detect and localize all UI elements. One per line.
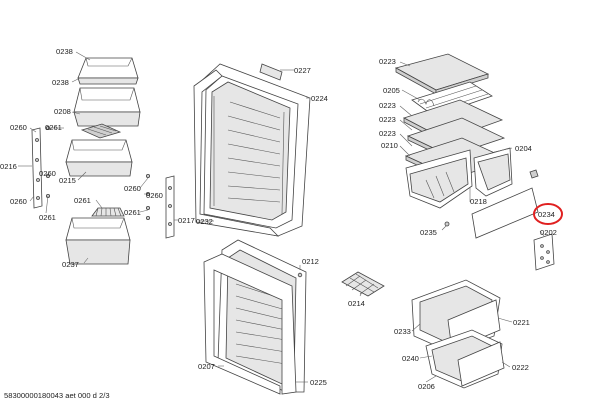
part-label-0210: 0210 (381, 141, 398, 150)
part-label-0261-right: 0261 (124, 208, 141, 217)
part-label-0260-lower: 0260 (10, 197, 27, 206)
part-label-0214: 0214 (348, 299, 365, 308)
bottle-rack-0261 (91, 207, 125, 217)
ice-tray-0214 (341, 271, 385, 297)
highlight-circle (533, 203, 563, 225)
part-label-0206: 0206 (418, 382, 435, 391)
part-label-0240: 0240 (402, 354, 419, 363)
part-labels: 0238 0238 0208 0260 0261 0216 0260 0215 … (0, 47, 557, 391)
door-shelf-0208 (73, 87, 141, 127)
part-label-0215: 0215 (59, 176, 76, 185)
part-label-0238: 0238 (52, 78, 69, 87)
door-gasket-0232 (193, 69, 280, 237)
part-label-0218: 0218 (470, 197, 487, 206)
freezer-drawer-front-0222 (457, 341, 505, 387)
door-shelf-0215 (65, 139, 133, 177)
part-label-0261-lower: 0261 (39, 213, 56, 222)
part-label-0227: 0227 (294, 66, 311, 75)
part-label-0202: 0202 (540, 228, 557, 237)
part-label-0212: 0212 (302, 257, 319, 266)
leader-lines (18, 51, 545, 383)
part-label-0237: 0237 (62, 260, 79, 269)
clip-0235 (444, 221, 450, 227)
door-gasket-0207 (203, 253, 297, 395)
crisper-drawer-0218 (405, 149, 473, 209)
drawer-front-0234 (471, 187, 539, 239)
part-label-0222: 0222 (512, 363, 529, 372)
part-label-0223-top: 0223 (379, 57, 396, 66)
part-label-0260-mid: 0260 (39, 169, 56, 178)
crisper-drawer-0204 (473, 147, 513, 197)
part-label-0225: 0225 (310, 378, 327, 387)
part-label-0260-right-lower: 0260 (146, 191, 163, 200)
door-shelf-0237 (65, 217, 131, 265)
part-label-0208: 0208 (54, 107, 71, 116)
label-plate-0227 (259, 63, 283, 81)
hinge-pin-0212 (297, 272, 303, 278)
shelf-support-0217 (165, 175, 175, 239)
part-label-0260: 0260 (10, 123, 27, 132)
drawing-reference-footer: 58300000180043 aet 000 d 2/3 (4, 391, 110, 400)
part-label-0232: 0232 (196, 217, 213, 226)
part-label-0223-a: 0223 (379, 101, 396, 110)
part-label-0223-b: 0223 (379, 115, 396, 124)
clip-small-0204 (529, 169, 539, 179)
door-shelf-0238-top (77, 57, 139, 85)
part-label-0204: 0204 (515, 144, 532, 153)
shelf-support-0216 (31, 127, 43, 209)
part-label-0223-c: 0223 (379, 129, 396, 138)
part-label-0221: 0221 (513, 318, 530, 327)
part-label-0233: 0233 (394, 327, 411, 336)
part-label-0261: 0261 (45, 123, 62, 132)
part-label-0261-rack: 0261 (74, 196, 91, 205)
egg-tray-0261 (80, 123, 122, 139)
upper-door-assembly-0224 (195, 63, 311, 237)
part-label-0260-right: 0260 (124, 184, 141, 193)
part-label-0205: 0205 (383, 86, 400, 95)
part-label-0217: 0217 (178, 216, 195, 225)
part-label-0224: 0224 (311, 94, 328, 103)
part-label-0234: 0234 (538, 210, 555, 219)
bracket-0202 (533, 233, 555, 271)
part-label-0238-top: 0238 (56, 47, 73, 56)
part-label-0216: 0216 (0, 162, 17, 171)
part-label-0235: 0235 (420, 228, 437, 237)
part-label-0207: 0207 (198, 362, 215, 371)
